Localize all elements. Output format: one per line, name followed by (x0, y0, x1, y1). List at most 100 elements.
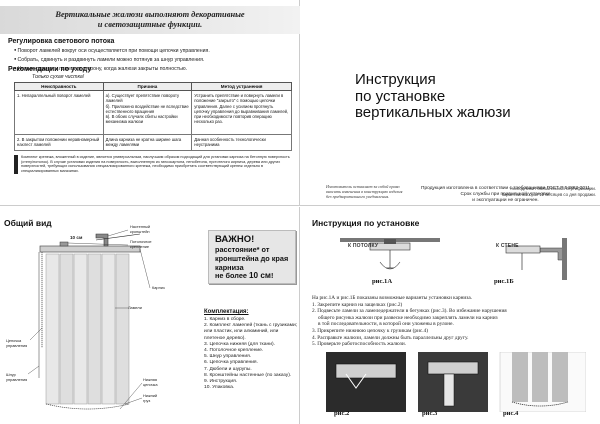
label-line: Цепочка (6, 338, 22, 343)
step-line: общего рисунка жалюзи при развеске необх… (318, 314, 498, 321)
cover-title-line: по установке (355, 87, 446, 105)
callout-post: ! (270, 271, 274, 281)
figure-3 (418, 352, 488, 412)
step-line: 5. Проверьте работоспособность жалюзи. (312, 341, 406, 348)
step-line: 3. Прикрепите нижнюю цепочку к грузикам … (312, 327, 428, 334)
table-cell: Устранить препятствие и повернуть ламели… (191, 90, 292, 136)
blinds-illustration (27, 229, 151, 410)
label-rail: Карниз (152, 285, 165, 290)
table-row: 1. Непараллельный поворот ламелей а). Су… (14, 90, 292, 136)
callout-value: 10 см (248, 271, 271, 281)
kit-item: 7. Дюбели и шурупы. (204, 366, 252, 372)
step-line: 2. Подвесьте ламели за ламеледержатели в… (312, 308, 507, 315)
care-heading: Рекомендации по уходу (8, 66, 92, 73)
step-line: 4. Расправьте жалюзи, ламели должны быть… (312, 334, 469, 341)
rail (39, 245, 141, 253)
overview-heading: Общий вид (4, 218, 52, 228)
disclaimer-line: Изготовитель оставляет за собой право (326, 184, 400, 189)
label-line: крепление (130, 243, 150, 249)
wall-bracket (539, 247, 562, 261)
disclaimer-line: без предварительного уведомления. (326, 194, 390, 199)
production-footer: Продукция изготовлена в соответствии с т… (421, 186, 590, 204)
table-cell: Длина карниза не кратна ширине шага межд… (102, 134, 193, 151)
arrow (379, 261, 401, 270)
table-cell: Данная особенность технологически неустр… (191, 134, 292, 151)
panel-care (0, 0, 300, 206)
kit-item: 8. Кронштейны настенные (по заказу). (204, 372, 292, 378)
important-callout: ВАЖНО! расстояние* от кронштейна до края… (208, 230, 296, 284)
label-wall-bracket: Настенный кронштейн (130, 224, 151, 234)
label-line: управления (6, 342, 28, 348)
cover-title-line: вертикальных жалюзи (355, 104, 511, 121)
dimension-line (95, 233, 141, 241)
step-line: На рис.1А и рис.1Б показаны возможные ва… (312, 295, 473, 301)
label-line: цепочка (143, 381, 158, 387)
fig1a-caption: рис.1А (372, 278, 393, 285)
kit-list: 1. Карниз в сборе. 2. Комплект ламелей (… (204, 317, 298, 391)
figure-2 (326, 352, 406, 412)
figure-1a (340, 238, 440, 270)
figure-4 (499, 352, 586, 412)
rail-profile (505, 245, 541, 254)
kit-heading: Комплектация: (204, 309, 249, 315)
step-line: 1. Закрепите карниз на защелках (рис.2) (312, 301, 403, 308)
label-line: Нижняя (143, 377, 157, 382)
callout-body: расстояние* от кронштейна до края карниз… (215, 245, 288, 281)
fig4-caption: рис.4 (503, 410, 519, 417)
disclaimer: Изготовитель оставляет за собой право вн… (326, 184, 402, 199)
kit-item: 6. Цепочка управления. (204, 360, 258, 366)
step-line: в той последовательности, в которой они … (318, 321, 454, 328)
kit-item: 2. Комплект ламелей (ткань с грузиками; … (204, 323, 298, 341)
kit-item: 5. Шнур управления. (204, 354, 252, 360)
callout-line: не более 10 см! (215, 271, 288, 281)
kit-item: 10. Упаковка. (204, 385, 235, 391)
certification: Не подлежит обязательной сертификации. Г… (472, 186, 596, 198)
label-bottom-chain: Нижняя цепочка (143, 377, 158, 387)
label-line: Потолочное (130, 239, 152, 244)
figures-2-4 (326, 352, 586, 412)
leader-lines (27, 229, 151, 410)
dimension-label: 10 см (70, 235, 83, 240)
table-row: 2. В закрытом положении неравномерный на… (14, 134, 292, 151)
fig1b-caption: рис.1Б (494, 278, 514, 285)
troubleshoot-table: Неисправность Причина Метод устранения 1… (14, 81, 292, 151)
footer-line: Продукция изготовлена в соответствии с т… (421, 186, 590, 191)
light-item: Поворот ламелей вокруг оси осуществляетс… (14, 46, 294, 55)
light-item: Нельзя сдвигать ламели в сторону, когда … (14, 64, 294, 73)
kit-item: 4. Потолочное крепление. (204, 348, 264, 354)
care-subtitle: Только сухая чистка! (32, 74, 85, 80)
cover-title-line: Инструкция (355, 71, 436, 88)
banner-line-1: Вертикальные жалюзи выполняют декоративн… (55, 10, 245, 19)
fig1a-label: К ПОТОЛКУ (348, 243, 379, 249)
callout-pre: не более (215, 271, 249, 281)
label-weight: Нижний груз (143, 393, 157, 403)
install-heading: Инструкция по установке (312, 218, 420, 228)
label-line: груз (143, 397, 151, 403)
fig1b-label: К СТЕНЕ (496, 243, 519, 249)
panel-overview (0, 207, 300, 424)
ceiling-clip (384, 239, 396, 244)
label-line: Настенный (130, 224, 151, 229)
table-header: Неисправность (14, 81, 104, 92)
table-cell: 1. Непараллельный поворот ламелей (14, 90, 104, 136)
cert-line: Гарантийный срок 12 месяцев со дня прода… (501, 192, 596, 197)
banner-line-2: и светозащитные функции. (97, 20, 203, 29)
label-line: кронштейн (130, 228, 150, 234)
bottom-chain (45, 403, 130, 410)
table-cell: 2. В закрытом положении неравномерный на… (14, 134, 104, 151)
light-list: Поворот ламелей вокруг оси осуществляетс… (14, 46, 294, 73)
fig3-caption: рис.3 (422, 410, 438, 417)
footer-line: Срок службы при правильной установке (460, 192, 551, 197)
wall-bracket (95, 233, 109, 247)
figure-1b (505, 238, 567, 280)
footer-line: и эксплуатации не ограничен. (472, 198, 539, 203)
label-control-chain: Цепочка управления (6, 338, 28, 348)
kit-item: 9. Инструкция. (204, 379, 238, 385)
light-item: Собрать, сдвинуть и раздвинуть ламели мо… (14, 55, 294, 64)
wall-surface (562, 238, 567, 280)
banner: Вертикальные жалюзи выполняют декоративн… (0, 6, 300, 34)
table-header: Причина (102, 81, 193, 92)
cover-title: Инструкция по установке вертикальных жал… (355, 71, 511, 122)
install-steps: На рис.1А и рис.1Б показаны возможные ва… (312, 295, 596, 348)
